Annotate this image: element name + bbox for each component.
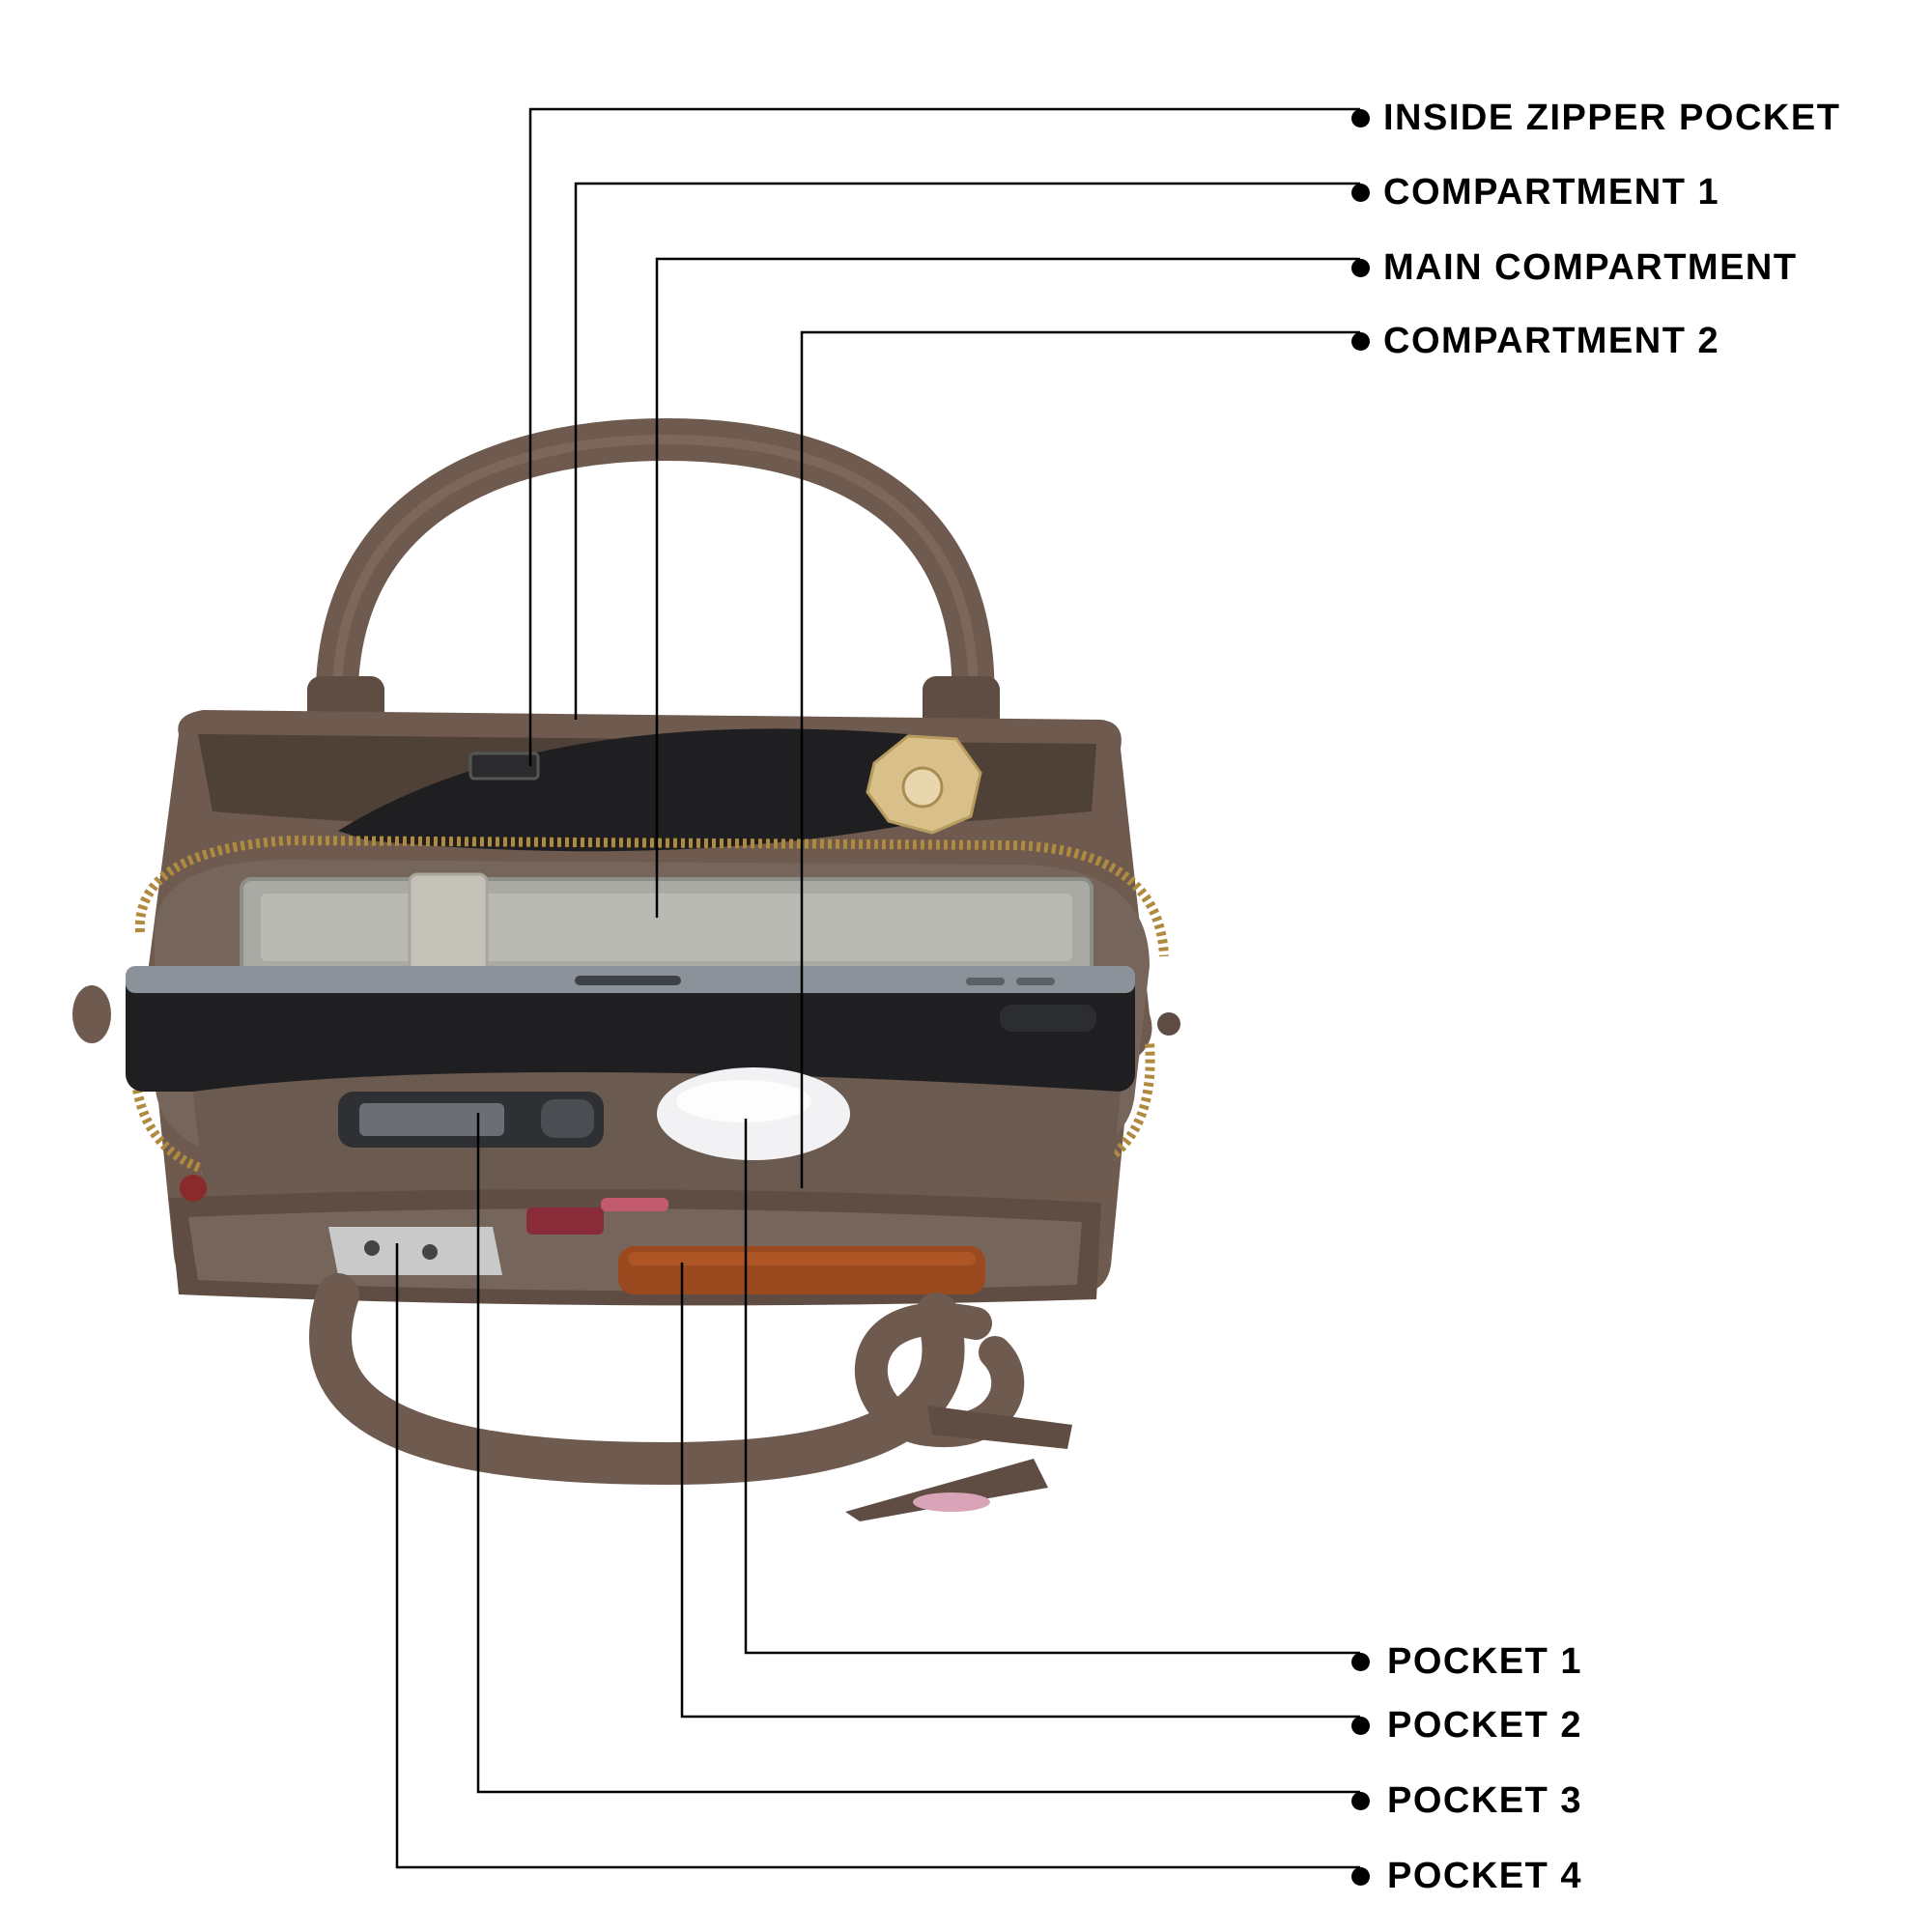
label-text: POCKET 3 xyxy=(1387,1780,1583,1821)
label-text: MAIN COMPARTMENT xyxy=(1383,247,1798,288)
label-pocket-3: POCKET 3 xyxy=(1351,1782,1582,1819)
leader-line-pocket-1 xyxy=(744,1119,1360,1655)
label-compartment-2: COMPARTMENT 2 xyxy=(1351,323,1719,359)
bullet-dot-icon xyxy=(1351,1652,1370,1671)
label-main-compartment: MAIN COMPARTMENT xyxy=(1351,249,1798,286)
tablet xyxy=(126,966,1135,1092)
bullet-dot-icon xyxy=(1351,1791,1370,1810)
label-text: POCKET 4 xyxy=(1387,1856,1583,1896)
label-pocket-2: POCKET 2 xyxy=(1351,1707,1582,1744)
charger xyxy=(328,1227,502,1275)
leader-line-pocket-2 xyxy=(680,1263,1360,1719)
leader-line-main-compartment xyxy=(655,257,1360,918)
label-text: POCKET 2 xyxy=(1387,1705,1583,1746)
label-pocket-4: POCKET 4 xyxy=(1351,1858,1582,1894)
label-pocket-1: POCKET 1 xyxy=(1351,1643,1582,1680)
bag-tag xyxy=(845,1459,1048,1521)
leader-line-pocket-3 xyxy=(476,1113,1360,1794)
bullet-dot-icon xyxy=(1351,331,1370,351)
leader-line-compartment-1 xyxy=(574,182,1360,720)
bullet-dot-icon xyxy=(1351,108,1370,128)
label-text: POCKET 1 xyxy=(1387,1641,1583,1682)
bullet-dot-icon xyxy=(1351,1716,1370,1735)
leader-line-compartment-2 xyxy=(800,330,1360,1188)
label-inside-zipper-pocket: INSIDE ZIPPER POCKET xyxy=(1351,99,1840,136)
label-text: COMPARTMENT 2 xyxy=(1383,321,1720,361)
bullet-dot-icon xyxy=(1351,183,1370,202)
bullet-dot-icon xyxy=(1351,1866,1370,1886)
label-text: INSIDE ZIPPER POCKET xyxy=(1383,98,1841,138)
leader-line-pocket-4 xyxy=(395,1243,1360,1869)
label-compartment-1: COMPARTMENT 1 xyxy=(1351,174,1719,211)
bottom-handle xyxy=(309,1273,965,1486)
label-text: COMPARTMENT 1 xyxy=(1383,172,1720,213)
leader-line-inside-zipper-pocket xyxy=(528,107,1360,766)
bullet-dot-icon xyxy=(1351,258,1370,277)
